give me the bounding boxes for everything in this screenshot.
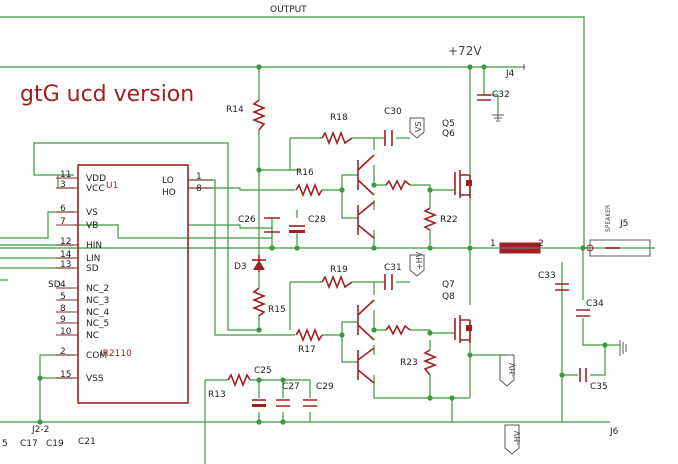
net-label-vs: VS: [414, 121, 423, 132]
ic-left-pins: 11 VDD 3 VCC 6 VS 7 VB 12 HIN 14 LIN 13 SD 4 NC_2 5 NC_3 8…: [60, 170, 110, 384]
ic-pin-name: COM: [86, 351, 107, 361]
ic-pin-number: 1: [196, 172, 202, 182]
ic-pin-number: 3: [60, 180, 66, 190]
label-c33: C33: [538, 271, 556, 281]
label-c25: C25: [254, 366, 272, 376]
ic-pin-number: 2: [60, 347, 66, 357]
connector-j5: [586, 239, 651, 257]
label-c15: 5: [2, 439, 8, 449]
label-c28: C28: [308, 215, 326, 225]
ic-pin-name: NC: [86, 331, 99, 341]
label-q5: Q5: [442, 119, 455, 129]
ic-pin-number: 10: [60, 327, 72, 337]
ic-ref-label: U1: [106, 181, 118, 191]
inductor-l1: [499, 242, 541, 254]
ic-pin-name: HO: [162, 188, 176, 198]
ic-pin-number: 8: [60, 304, 66, 314]
label-j6: J6: [609, 427, 619, 437]
label-c19: C19: [46, 439, 64, 449]
net-label-minus-hv-1: -HV: [508, 362, 517, 377]
ic-pin-name: SD: [86, 264, 99, 274]
ic-pin-number: 11: [60, 170, 71, 180]
schematic-title: gtG ucd version: [20, 82, 194, 107]
diode-d3: [252, 255, 266, 272]
label-c17: C17: [20, 439, 38, 449]
resistor-symbols: [227, 99, 438, 388]
label-c26: C26: [238, 215, 256, 225]
label-r22: R22: [440, 215, 458, 225]
label-c35: C35: [590, 382, 608, 392]
ic-pin-name: VB: [86, 221, 98, 231]
label-c27: C27: [282, 382, 300, 392]
label-l1-pin1: 1: [490, 239, 496, 249]
ground-symbols: [492, 114, 627, 356]
label-r19: R19: [330, 265, 348, 275]
ic-pin-number: 9: [60, 315, 66, 325]
net-label-plus-hv: +HV: [415, 251, 424, 270]
label-r14: R14: [226, 105, 244, 115]
net-label-supply: +72V: [448, 44, 482, 58]
label-c21: C21: [78, 437, 96, 447]
net-label-speaker: SPEAKER: [605, 205, 612, 232]
ic-part-label: IR2110: [100, 349, 132, 359]
ic-pin-name: VDD: [86, 174, 106, 184]
ic-pin-number: 4: [60, 280, 66, 290]
ic-pin-number: 14: [60, 250, 72, 260]
label-c32: C32: [492, 90, 510, 100]
net-label-output: OUTPUT: [270, 5, 307, 15]
net-flags: [409, 64, 525, 455]
label-r16: R16: [296, 168, 314, 178]
ic-pin-number: 13: [60, 260, 71, 270]
net-label-minus-hv-2: -HV: [513, 430, 522, 445]
ic-pin-name: VCC: [86, 184, 105, 194]
label-l1-pin2: 2: [538, 239, 544, 249]
label-q8: Q8: [442, 292, 455, 302]
ic-sd-label: SD: [48, 280, 61, 290]
ic-pin-name: VSS: [86, 374, 104, 384]
label-c31: C31: [384, 263, 402, 273]
ic-pin-number: 5: [60, 292, 66, 302]
transistor-symbols: [357, 154, 375, 384]
label-q6: Q6: [442, 129, 455, 139]
ic-pin-number: 15: [60, 370, 71, 380]
label-j2: J2-2: [31, 425, 49, 435]
label-c34: C34: [586, 299, 604, 309]
label-r23: R23: [400, 358, 418, 368]
ic-pin-name: LIN: [86, 254, 100, 264]
ic-pin-name: NC_5: [86, 319, 109, 329]
label-c30: C30: [384, 107, 402, 117]
label-r13: R13: [208, 390, 226, 400]
label-q7: Q7: [442, 280, 455, 290]
label-d3: D3: [234, 262, 247, 272]
label-r15: R15: [268, 305, 286, 315]
mosfet-symbols: [454, 170, 472, 343]
label-j4: J4: [505, 69, 515, 79]
ic-pin-name: NC_3: [86, 296, 109, 306]
label-j5: J5: [619, 219, 628, 229]
ic-pin-number: 7: [60, 217, 66, 227]
label-r18: R18: [330, 113, 348, 123]
text-labels: gtG ucd version OUTPUT +72V VS +HV -HV -…: [2, 5, 628, 449]
label-c29: C29: [316, 382, 334, 392]
ic-pin-name: NC_4: [86, 308, 110, 318]
label-r17: R17: [298, 345, 316, 355]
ic-pin-name: NC_2: [86, 284, 109, 294]
capacitor-symbols: [252, 94, 590, 407]
ic-pin-number: 8: [196, 184, 202, 194]
junction-dots: [37, 64, 608, 425]
ic-pin-name: LO: [162, 176, 174, 186]
ic-u1: [56, 164, 212, 404]
ic-right-pins: LO 1HO 8: [162, 172, 202, 198]
ic-pin-number: 6: [60, 204, 66, 214]
ic-pin-name: HIN: [86, 241, 102, 251]
ic-pin-name: VS: [86, 208, 98, 218]
ic-pin-number: 12: [60, 237, 71, 247]
